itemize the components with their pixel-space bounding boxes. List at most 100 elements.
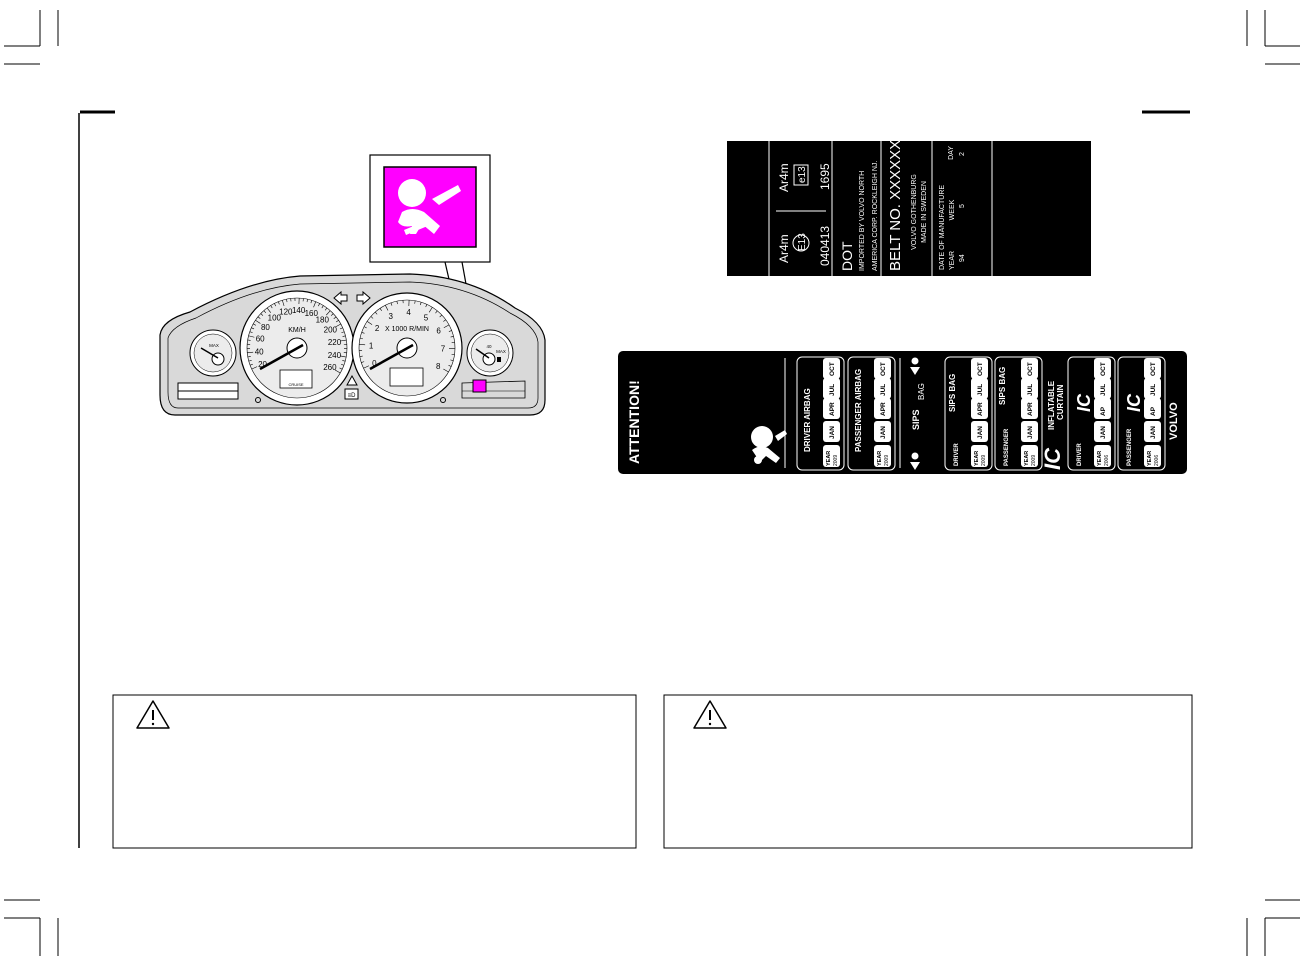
speed-tick [278, 301, 280, 305]
month-label: OCT [1100, 362, 1107, 376]
warning-triangle-icon [136, 700, 170, 729]
fuel-gauge: 40 MAX [466, 329, 514, 377]
year-value: 2006 [1104, 455, 1110, 466]
speed-tick [339, 367, 343, 370]
airbag-symbol-icon [751, 426, 787, 464]
month-box [823, 398, 840, 419]
svg-text:YEAR: YEAR [974, 451, 980, 466]
speed-tick [335, 323, 341, 328]
speed-label: 260 [323, 363, 337, 372]
speed-tick [247, 351, 254, 354]
rpm-tick [448, 330, 452, 332]
turn-right-arrow-icon [356, 290, 371, 306]
speed-label: 80 [261, 323, 270, 332]
svg-text:BELT NO. XXXXXX: BELT NO. XXXXXX [887, 140, 904, 271]
svg-text:VOLVO GOTHENBURG: VOLVO GOTHENBURG [911, 174, 918, 250]
speed-tick [326, 310, 331, 316]
svg-text:YEAR: YEAR [826, 451, 832, 466]
month-label: APR [1027, 402, 1034, 416]
svg-text:2: 2 [959, 152, 966, 156]
rpm-label: 2 [375, 324, 380, 333]
right-display [461, 380, 526, 399]
rpm-label: 7 [441, 344, 446, 353]
trip-display [279, 369, 313, 389]
month-label: OCT [1027, 362, 1034, 376]
group-brand: IC [1124, 393, 1144, 412]
speed-tick [282, 300, 285, 307]
speed-tick [247, 356, 251, 358]
month-box [874, 398, 891, 419]
speed-label: 220 [328, 338, 342, 347]
rpm-tick [443, 368, 449, 373]
speed-tick [333, 316, 337, 319]
airbag-attention-label: ATTENTION! SIPS BAG IC INFLATABLE CURTAI… [618, 351, 1187, 474]
month-label: APR [880, 402, 887, 416]
month-label: OCT [977, 362, 984, 376]
group-brand: SIPS BAG [948, 374, 957, 412]
month-label: APR [977, 402, 984, 416]
month-box [1021, 378, 1038, 399]
speed-tick [306, 299, 308, 303]
month-label: OCT [880, 362, 887, 376]
rpm-tick [428, 307, 433, 313]
attention-heading: ATTENTION! [626, 380, 642, 464]
speed-label: 200 [324, 326, 338, 335]
speed-tick [310, 300, 313, 304]
year-box [874, 445, 891, 467]
group-title: DRIVER [1077, 443, 1083, 466]
speed-tick [341, 331, 345, 334]
month-box [971, 378, 988, 399]
speed-tick [318, 303, 320, 307]
rpm-tick [396, 301, 398, 305]
svg-text:YEAR: YEAR [877, 451, 883, 466]
group-title: PASSENGER [1004, 428, 1010, 466]
rpm-tick [385, 305, 389, 311]
page-frame [78, 110, 1190, 848]
svg-text:INFLATABLE: INFLATABLE [1047, 380, 1056, 430]
speed-unit: KM/H [288, 327, 306, 334]
speed-tick [339, 327, 343, 330]
fog-light-icon: ≡D [344, 388, 359, 400]
month-box [971, 358, 988, 379]
month-label: AP [1150, 406, 1157, 416]
speed-tick [248, 335, 255, 338]
rpm-tick [448, 365, 452, 367]
speed-tick [330, 313, 334, 316]
warning-triangle-icon [346, 374, 358, 386]
year-box [1144, 445, 1161, 467]
month-label: JUL [977, 384, 984, 396]
speed-tick [253, 323, 256, 326]
rpm-tick [374, 311, 378, 315]
svg-text:YEAR: YEAR [1147, 451, 1153, 466]
rpm-tick [414, 300, 416, 304]
month-label: JAN [1100, 426, 1107, 439]
rpm-tick [390, 302, 393, 306]
month-box [1021, 398, 1038, 419]
month-label: JAN [1150, 426, 1157, 439]
svg-text:MAX: MAX [209, 343, 219, 348]
warning-box [663, 694, 1193, 849]
tach-unit: X 1000 R/MIN [385, 326, 429, 333]
group-title: DRIVER AIRBAG [803, 388, 812, 452]
speed-tick [324, 307, 328, 311]
month-box [1144, 398, 1161, 419]
speed-tick [257, 316, 261, 319]
svg-text:Ar4m: Ar4m [777, 234, 791, 263]
month-label: JUL [1100, 384, 1107, 396]
month-label: OCT [1150, 362, 1157, 376]
month-label: AP [1100, 406, 1107, 416]
rpm-tick [361, 332, 365, 334]
svg-text:040413: 040413 [818, 226, 832, 266]
svg-text:1695: 1695 [818, 163, 832, 190]
airbag-indicator-icon [472, 379, 487, 393]
svg-text:94: 94 [959, 254, 966, 262]
speed-tick [251, 366, 258, 370]
svg-text:YEAR: YEAR [1024, 451, 1030, 466]
month-box [1144, 358, 1161, 379]
month-label: OCT [829, 362, 836, 376]
